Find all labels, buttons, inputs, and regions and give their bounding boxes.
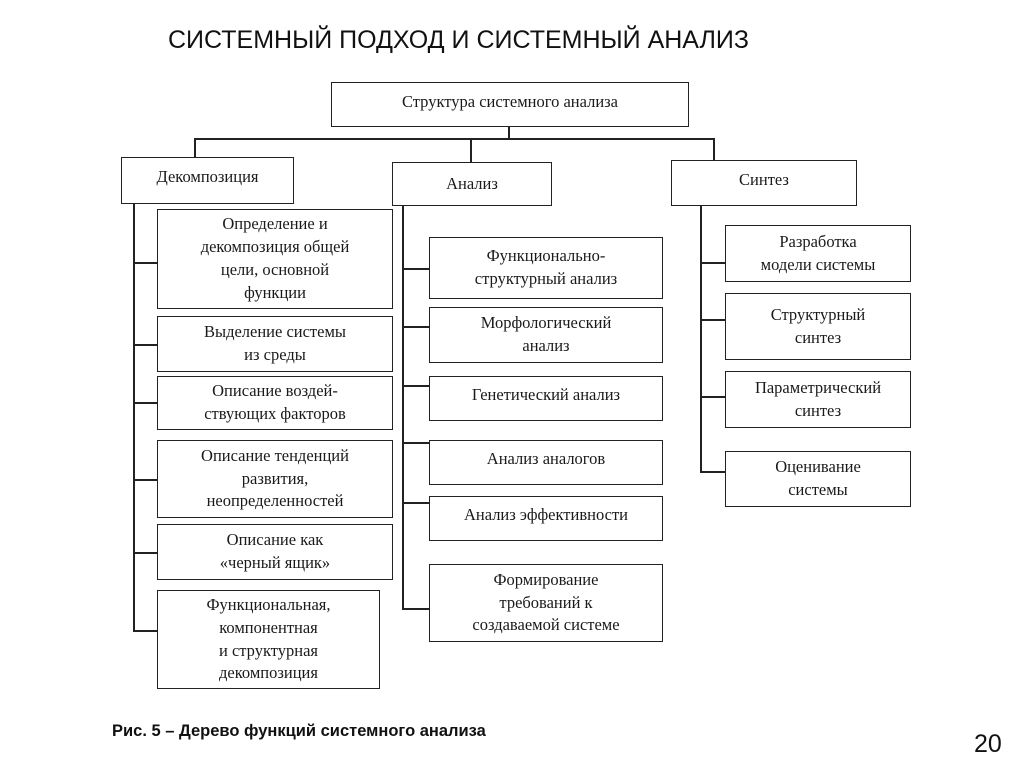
decomposition-item: Описание тенденций развития, неопределен… <box>157 440 393 518</box>
analysis-node: Анализ <box>392 162 552 206</box>
decomposition-item: Функциональная, компонентная и структурн… <box>157 590 380 689</box>
decomposition-node-label: Декомпозиция <box>156 167 259 186</box>
synthesis-item: Параметрический синтез <box>725 371 911 428</box>
synthesis-item-label: Оценивание системы <box>775 457 861 499</box>
analysis-tick <box>402 502 430 504</box>
synthesis-item-label: Параметрический синтез <box>754 377 882 420</box>
analysis-tick <box>402 268 430 270</box>
decomposition-item-label: Выделение системы из среды <box>203 322 346 364</box>
decomposition-tick <box>133 344 158 346</box>
analysis-drop <box>470 138 472 163</box>
analysis-item-label: Анализ аналогов <box>486 449 606 468</box>
decomposition-item-label: Функциональная, компонентная и структурн… <box>206 594 331 683</box>
decomposition-node: Декомпозиция <box>121 157 294 204</box>
synthesis-item: Структурный синтез <box>725 293 911 360</box>
synthesis-item-label: Разработка модели системы <box>760 231 876 274</box>
decomposition-item-label: Описание как «черный ящик» <box>219 530 331 572</box>
decomposition-spine <box>133 203 135 631</box>
synthesis-node-label: Синтез <box>739 170 789 189</box>
analysis-spine <box>402 205 404 609</box>
synthesis-tick <box>700 396 726 398</box>
decomposition-tick <box>133 262 158 264</box>
decomposition-item: Описание как «черный ящик» <box>157 524 393 580</box>
decomposition-item: Описание воздей- ствующих факторов <box>157 376 393 430</box>
decomposition-item-label: Определение и декомпозиция общей цели, о… <box>200 214 350 302</box>
synthesis-drop <box>713 138 715 161</box>
synthesis-item: Оценивание системы <box>725 451 911 507</box>
analysis-item-label: Морфологический анализ <box>480 313 612 355</box>
analysis-item-label: Генетический анализ <box>471 385 621 404</box>
decomposition-tick <box>133 630 158 632</box>
analysis-node-label: Анализ <box>446 173 498 193</box>
decomposition-tick <box>133 479 158 481</box>
synthesis-item: Разработка модели системы <box>725 225 911 282</box>
root-node-label: Структура системного анализа <box>401 92 618 111</box>
top-horizontal-line <box>194 138 714 140</box>
analysis-item-label: Анализ эффективности <box>463 505 628 524</box>
synthesis-tick <box>700 471 726 473</box>
synthesis-tick <box>700 319 726 321</box>
decomposition-item: Определение и декомпозиция общей цели, о… <box>157 209 393 309</box>
page-number: 20 <box>974 730 1002 758</box>
analysis-tick <box>402 442 430 444</box>
analysis-item: Морфологический анализ <box>429 307 663 363</box>
decomposition-tick <box>133 552 158 554</box>
root-stem <box>508 126 510 139</box>
synthesis-item-label: Структурный синтез <box>770 304 866 347</box>
synthesis-node: Синтез <box>671 160 857 206</box>
synthesis-spine <box>700 205 702 472</box>
analysis-item: Формирование требований к создаваемой си… <box>429 564 663 642</box>
analysis-item-label: Функционально- структурный анализ <box>474 246 618 288</box>
slide-title: СИСТЕМНЫЙ ПОДХОД И СИСТЕМНЫЙ АНАЛИЗ <box>168 26 749 54</box>
analysis-item-label: Формирование требований к создаваемой си… <box>472 569 620 635</box>
analysis-item: Анализ аналогов <box>429 440 663 485</box>
analysis-item: Анализ эффективности <box>429 496 663 541</box>
analysis-tick <box>402 608 430 610</box>
decomposition-item: Выделение системы из среды <box>157 316 393 372</box>
analysis-item: Генетический анализ <box>429 376 663 421</box>
synthesis-tick <box>700 262 726 264</box>
decomposition-drop <box>194 138 196 158</box>
figure-caption: Рис. 5 – Дерево функций системного анали… <box>112 722 486 740</box>
decomposition-item-label: Описание воздей- ствующих факторов <box>204 381 346 423</box>
analysis-tick <box>402 326 430 328</box>
decomposition-item-label: Описание тенденций развития, неопределен… <box>201 445 349 511</box>
analysis-tick <box>402 385 430 387</box>
analysis-item: Функционально- структурный анализ <box>429 237 663 299</box>
decomposition-tick <box>133 402 158 404</box>
root-node: Структура системного анализа <box>331 82 689 127</box>
